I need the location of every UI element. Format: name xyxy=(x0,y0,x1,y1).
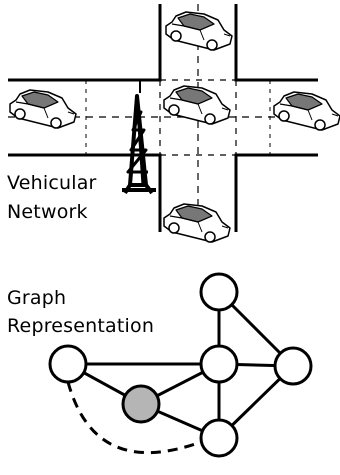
car-north xyxy=(165,11,233,51)
car-east xyxy=(273,91,340,131)
vehicular-label-line1: Vehicular xyxy=(7,172,97,194)
graph-edge-left-bottom xyxy=(66,381,202,455)
graph-node-center xyxy=(199,344,239,384)
graph-node-right xyxy=(273,346,313,386)
car-south xyxy=(163,203,231,243)
graph-nodes xyxy=(48,272,313,458)
car-west xyxy=(9,89,77,129)
graph-node-left xyxy=(48,344,88,384)
car-center xyxy=(163,85,231,125)
road-intersection xyxy=(8,4,318,232)
graph-label-line1: Graph xyxy=(7,287,67,309)
vehicular-label-line2: Network xyxy=(7,201,88,223)
cell-tower-icon xyxy=(122,80,156,195)
graph-node-bottom xyxy=(199,418,239,458)
graph-node-focus xyxy=(121,384,161,424)
graph-label-line2: Representation xyxy=(7,315,155,337)
graph-node-top xyxy=(199,272,239,312)
